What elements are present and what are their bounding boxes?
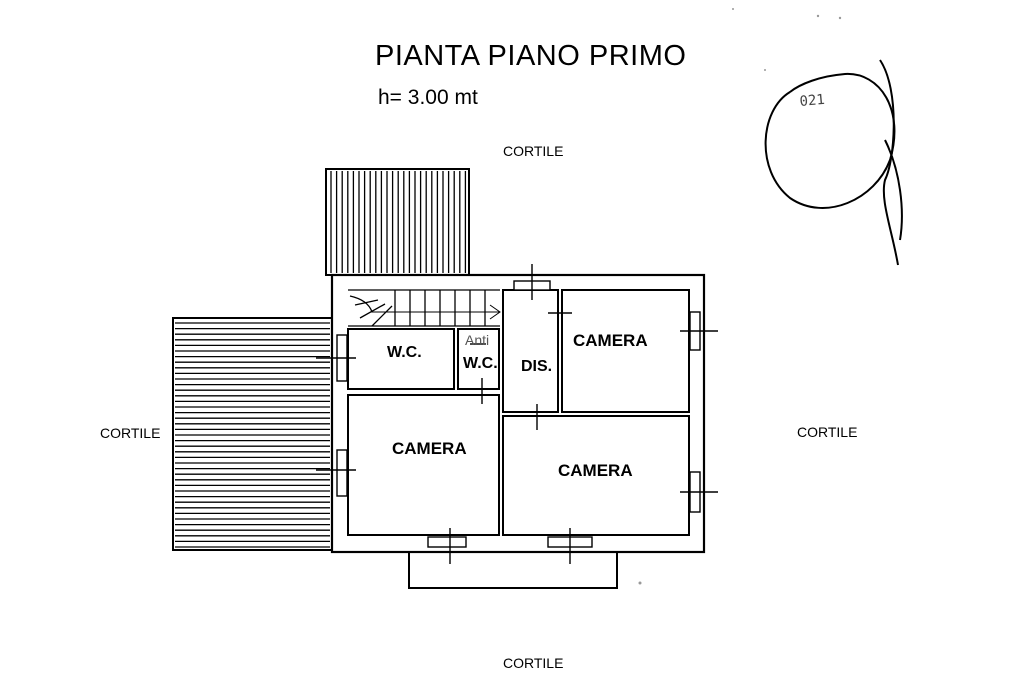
camera-se-room [502, 415, 690, 536]
camera-sw-room [347, 394, 500, 536]
height-label: h= 3.00 mt [378, 86, 478, 109]
south-terrace [408, 552, 618, 589]
west-terrace [172, 317, 333, 551]
signature-mark [764, 59, 903, 266]
north-balcony [325, 168, 470, 276]
camera-ne-label: CAMERA [573, 331, 648, 350]
staircase [348, 289, 501, 327]
signature-stamp-text: 021 [799, 92, 826, 110]
camera-ne-room [561, 289, 690, 413]
courtyard-south-label: CORTILE [503, 655, 564, 671]
anti-wc-label-top: Anti [465, 332, 490, 348]
courtyard-west-label: CORTILE [100, 425, 161, 441]
building-outline [330, 273, 706, 554]
courtyard-east-label: CORTILE [797, 424, 858, 440]
dis-room [502, 289, 559, 413]
anti-wc-room [457, 328, 500, 390]
wc-room [347, 328, 455, 390]
camera-sw-label: CAMERA [392, 439, 467, 458]
dis-label: DIS. [521, 358, 553, 375]
wc-label: W.C. [387, 344, 422, 361]
courtyard-north-label: CORTILE [503, 143, 564, 159]
window-markers [316, 264, 718, 564]
scan-specks [638, 8, 842, 585]
plan-title: PIANTA PIANO PRIMO [375, 40, 687, 72]
camera-se-label: CAMERA [558, 461, 633, 480]
anti-wc-label-bottom: W.C. [463, 355, 498, 372]
